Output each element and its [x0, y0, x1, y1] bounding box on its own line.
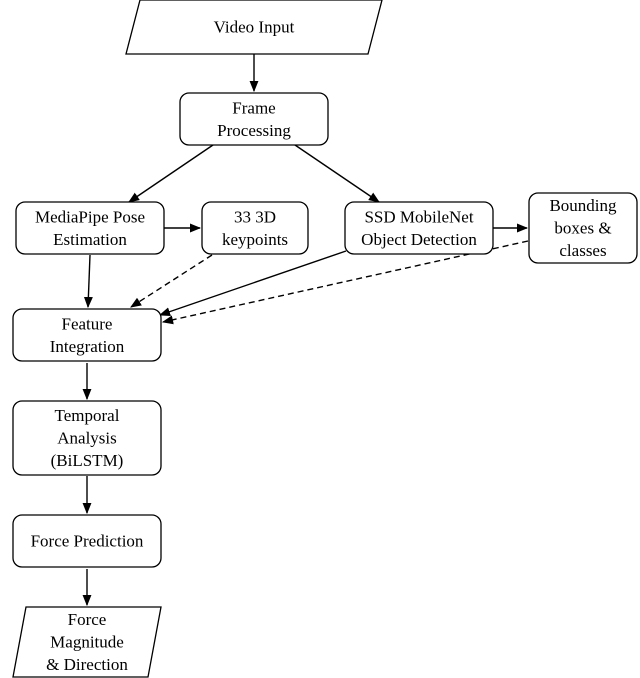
node-feature-integration-shape — [12, 308, 162, 362]
node-temporal-analysis-shape — [12, 400, 162, 476]
node-video-input-shape — [125, 0, 383, 55]
node-feature-integration-label: Integration — [50, 337, 125, 356]
node-ssd-mobilenet-shape — [344, 201, 494, 255]
node-keypoints-shape — [201, 201, 309, 255]
node-temporal-analysis-label: (BiLSTM) — [51, 451, 124, 470]
node-temporal-analysis-label: Temporal — [55, 406, 120, 425]
node-video-input: Video Input — [125, 0, 383, 55]
node-mediapipe-pose-label: MediaPipe Pose — [35, 207, 145, 226]
node-force-output-label: Magnitude — [50, 633, 124, 652]
node-video-input-label: Video Input — [214, 18, 295, 37]
node-bounding-boxes-label: classes — [559, 241, 606, 260]
node-force-prediction-label: Force Prediction — [31, 532, 144, 551]
node-force-prediction-shape — [12, 514, 162, 568]
node-frame-processing-label: Processing — [217, 121, 291, 140]
node-force-prediction: Force Prediction — [12, 514, 162, 568]
node-bounding-boxes-label: boxes & — [554, 219, 611, 238]
node-keypoints: 33 3D keypoints — [201, 201, 309, 255]
node-mediapipe-pose-label: Estimation — [53, 230, 127, 249]
edge-keypoints-to-feature-integration-arrow — [130, 254, 213, 308]
node-bounding-boxes: Bounding boxes & classes — [528, 192, 638, 264]
node-frame-processing-label: Frame — [232, 98, 275, 117]
node-keypoints-label: keypoints — [222, 230, 288, 249]
edge-mediapipe-pose-to-feature-integration-arrow — [83, 254, 93, 309]
node-bounding-boxes-label: Bounding — [549, 196, 617, 215]
node-ssd-mobilenet-label: SSD MobileNet — [364, 207, 473, 226]
edge-ssd-mobilenet-to-feature-integration-arrow — [158, 250, 347, 316]
edge-frame-processing-to-mediapipe-pose-arrow — [128, 144, 214, 203]
node-mediapipe-pose-shape — [15, 201, 165, 255]
node-feature-integration-label: Feature — [62, 314, 113, 333]
node-ssd-mobilenet-label: Object Detection — [361, 230, 477, 249]
node-keypoints-label: 33 3D — [234, 207, 276, 226]
node-frame-processing-shape — [179, 92, 329, 146]
node-force-output-shape — [12, 606, 162, 678]
node-force-output-label: & Direction — [46, 655, 128, 674]
node-temporal-analysis-label: Analysis — [57, 429, 117, 448]
node-force-output-label: Force — [68, 610, 107, 629]
node-bounding-boxes-shape — [528, 192, 638, 264]
edge-frame-processing-to-ssd-mobilenet-arrow — [294, 144, 380, 203]
